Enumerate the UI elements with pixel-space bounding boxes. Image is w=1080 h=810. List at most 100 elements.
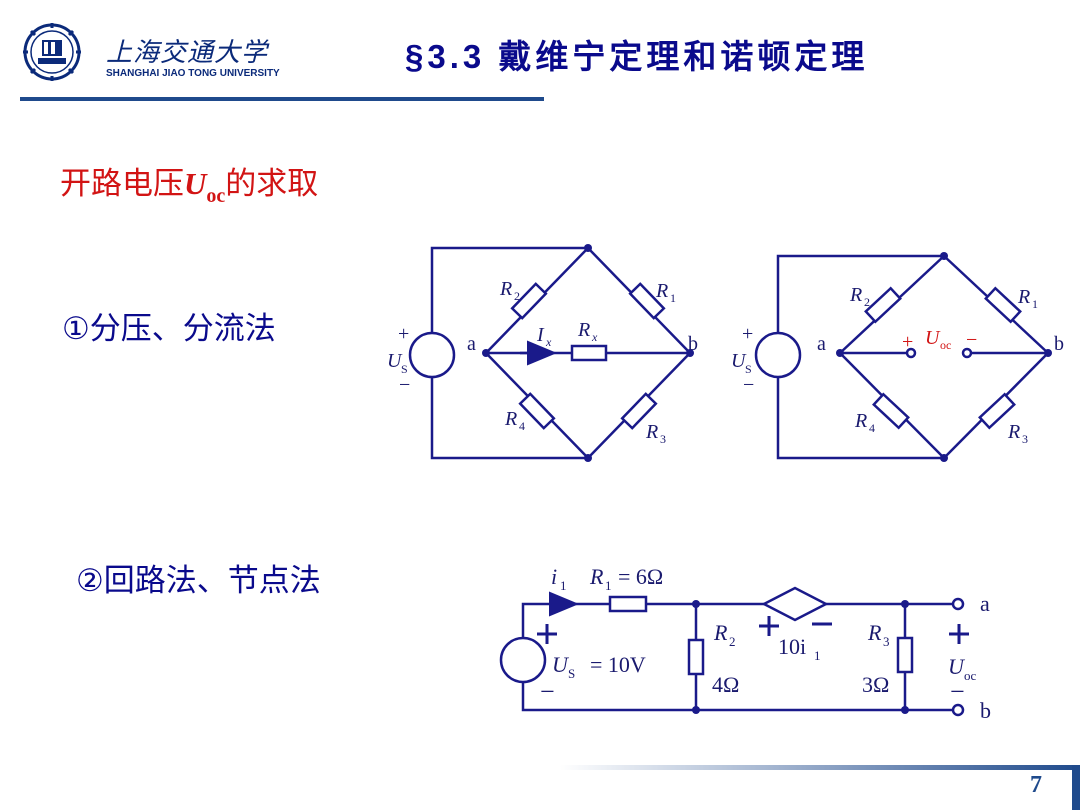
title-underline <box>20 97 544 101</box>
resistor-r1-2 <box>984 286 1022 324</box>
loop-circuit-3 <box>499 586 969 712</box>
label-dep-3: 10i <box>778 634 806 659</box>
resistor-r3-3 <box>896 636 914 674</box>
bridge-2-nodes <box>836 252 1052 462</box>
voc-minus-2: − <box>966 329 977 351</box>
label-i1-3: i <box>551 564 557 589</box>
value-r1-3: = 6Ω <box>618 564 663 589</box>
source-minus-1: − <box>399 374 410 396</box>
slide-title: §3.3 戴维宁定理和诺顿定理 <box>405 38 869 75</box>
source-label-2-sub: S <box>745 362 752 376</box>
label-rx-1: R <box>577 319 590 341</box>
terminal-b-3 <box>951 703 965 717</box>
label-r1-2-sub: 1 <box>1032 297 1038 311</box>
voltage-source-2 <box>754 331 802 379</box>
footer-rule <box>560 765 1080 770</box>
label-r1-3: R <box>589 564 604 589</box>
voltage-source-1 <box>408 331 456 379</box>
circuit-3-nodes <box>692 600 909 714</box>
resistor-r4-2 <box>872 392 910 430</box>
value-us-3: = 10V <box>590 652 646 677</box>
resistor-r2-1 <box>510 282 548 320</box>
label-dep-3-sub: 1 <box>814 648 821 663</box>
source-plus-2: + <box>742 323 753 345</box>
section-heading: 开路电压Uoc的求取 <box>60 158 319 207</box>
page-number: 7 <box>1030 772 1042 798</box>
label-ix-1: I <box>536 324 545 346</box>
uoc-minus-3: − <box>950 677 965 706</box>
label-r1-2: R <box>1017 286 1030 308</box>
source-label-1: U <box>387 350 403 372</box>
logo-name-en: SHANGHAI JIAO TONG UNIVERSITY <box>106 68 280 79</box>
resistor-r4-1 <box>518 392 556 430</box>
value-r2-3: 4Ω <box>712 672 739 697</box>
label-r2-1-sub: 2 <box>514 289 520 303</box>
node-a-1: a <box>467 333 476 355</box>
label-ix-1-sub: x <box>545 335 552 349</box>
resistor-r3-2 <box>978 392 1016 430</box>
voc-label-2: U <box>925 327 941 349</box>
source-label-1-sub: S <box>401 362 408 376</box>
node-a-3: a <box>980 591 990 616</box>
university-logo: 上海交通大学 SHANGHAI JIAO TONG UNIVERSITY <box>22 22 280 86</box>
label-r3-1: R <box>645 421 658 443</box>
label-r2-3-sub: 2 <box>729 634 736 649</box>
resistor-rx-1 <box>570 344 608 362</box>
node-b-1: b <box>688 333 698 355</box>
heading-variable: U <box>184 166 207 201</box>
label-r3-2-sub: 3 <box>1022 432 1028 446</box>
voc-label-2-sub: oc <box>940 338 951 352</box>
label-r4-2-sub: 4 <box>869 421 875 435</box>
resistor-r1-3 <box>608 595 648 613</box>
node-b-3: b <box>980 698 991 723</box>
terminal-a-2 <box>905 347 917 359</box>
voltage-source-3 <box>499 636 547 684</box>
source-minus-3: − <box>540 677 555 706</box>
label-us-3: U <box>552 652 570 677</box>
label-r4-2: R <box>854 410 867 432</box>
value-r3-3: 3Ω <box>862 672 889 697</box>
node-b-2: b <box>1054 333 1064 355</box>
bridge-circuit-1 <box>408 246 691 460</box>
label-rx-1-sub: x <box>591 330 598 344</box>
resistor-r1-1 <box>628 282 666 320</box>
label-r3-3-sub: 3 <box>883 634 890 649</box>
resistor-r3-1 <box>620 392 658 430</box>
resistor-r2-2 <box>864 286 902 324</box>
bridge-1-nodes <box>482 244 694 462</box>
source-label-2: U <box>731 350 747 372</box>
voc-plus-2: + <box>902 331 913 353</box>
heading-subscript: oc <box>206 185 226 207</box>
label-r2-2-sub: 2 <box>864 295 870 309</box>
dependent-source-3 <box>761 586 829 622</box>
method-1-label: ①分压、分流法 <box>62 311 276 347</box>
logo-name-cn: 上海交通大学 <box>106 38 269 68</box>
label-uoc-3: U <box>948 654 966 679</box>
label-uoc-3-sub: oc <box>964 668 977 683</box>
node-a-2: a <box>817 333 826 355</box>
source-plus-1: + <box>398 323 409 345</box>
label-r2-1: R <box>499 278 512 300</box>
footer-bar <box>1072 765 1080 810</box>
university-seal-icon <box>23 23 81 81</box>
label-r2-3: R <box>713 620 728 645</box>
label-r1-3-sub: 1 <box>605 578 612 593</box>
source-minus-2: − <box>743 374 754 396</box>
label-r1-1: R <box>655 280 668 302</box>
label-r3-2: R <box>1007 421 1020 443</box>
terminal-a-3 <box>951 597 965 611</box>
label-us-3-sub: S <box>568 666 575 681</box>
label-r3-1-sub: 3 <box>660 432 666 446</box>
label-r4-1: R <box>504 408 517 430</box>
label-r3-3: R <box>867 620 882 645</box>
terminal-b-2 <box>961 347 973 359</box>
bridge-circuit-2 <box>754 254 1049 460</box>
label-r2-2: R <box>849 284 862 306</box>
resistor-r2-3 <box>687 638 705 676</box>
method-2-label: ②回路法、节点法 <box>76 563 321 599</box>
heading-suffix: 的求取 <box>225 166 319 202</box>
label-r1-1-sub: 1 <box>670 291 676 305</box>
label-r4-1-sub: 4 <box>519 419 525 433</box>
